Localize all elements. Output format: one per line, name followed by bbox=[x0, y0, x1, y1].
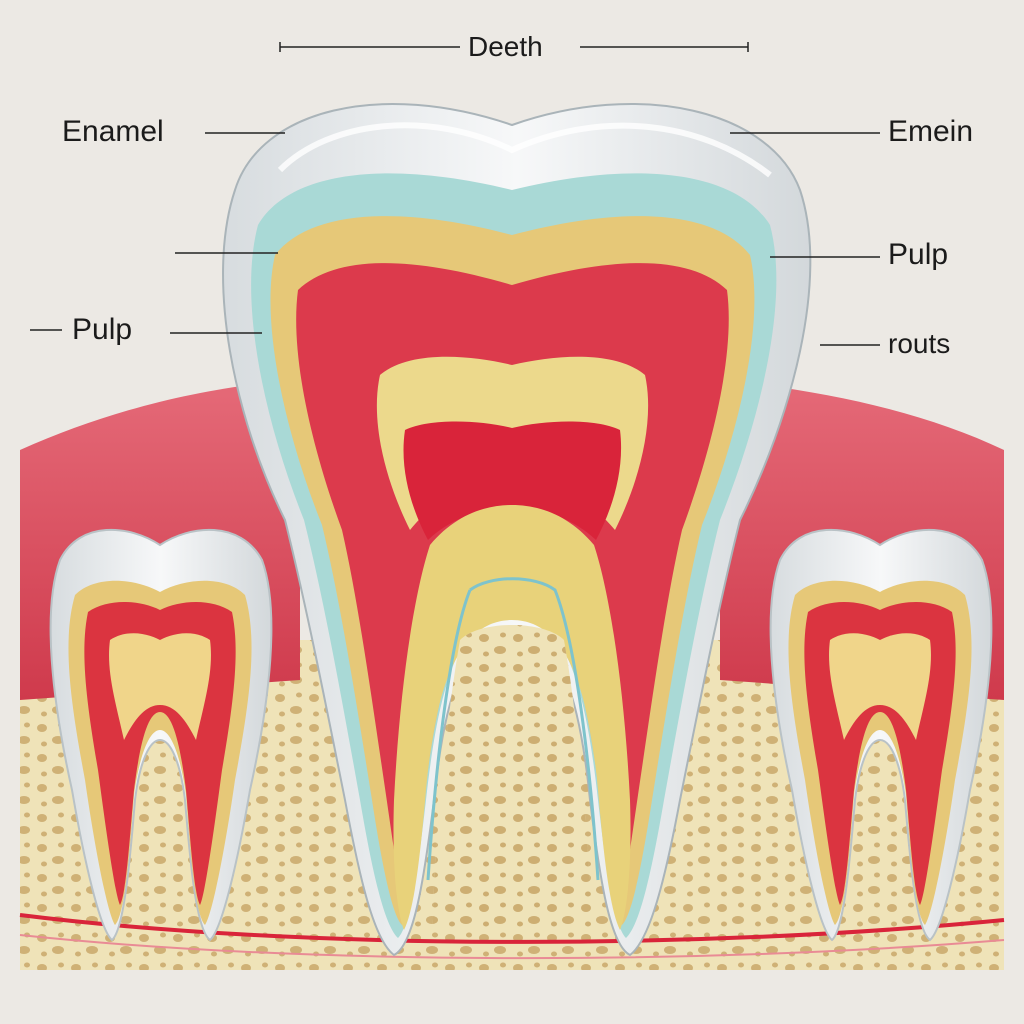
gum-line bbox=[19, 913, 1005, 960]
right-tooth bbox=[769, 528, 993, 942]
central-molar bbox=[222, 103, 812, 957]
label-emein: Emein bbox=[888, 115, 974, 148]
leader-lines bbox=[30, 42, 880, 346]
label-pulp-right: Pulp bbox=[888, 238, 949, 271]
left-tooth bbox=[49, 528, 273, 942]
label-routs: routs bbox=[888, 328, 951, 359]
label-enamel: Enamel bbox=[62, 115, 164, 148]
diagram-title: Deeth bbox=[468, 31, 543, 62]
label-pulp-left: Pulp bbox=[72, 313, 133, 346]
